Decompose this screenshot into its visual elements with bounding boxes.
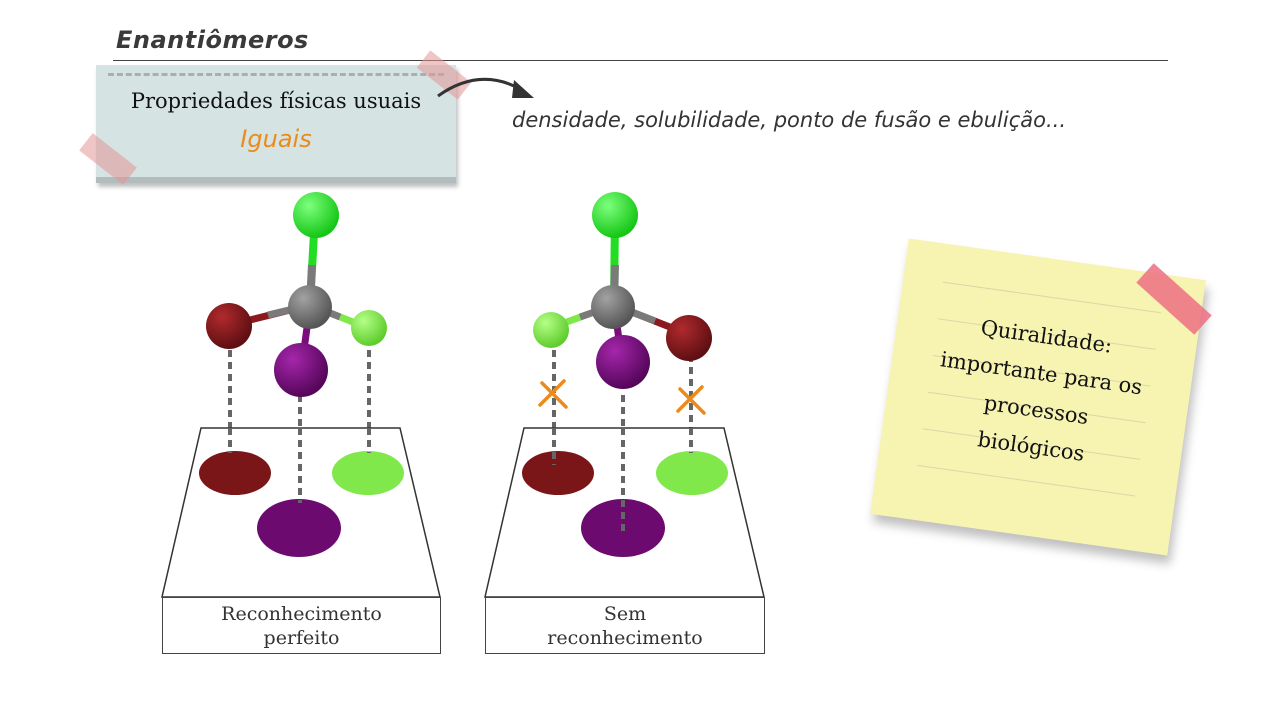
atom-dark-red [206, 303, 252, 349]
atom-green [592, 192, 638, 238]
caption-box-2: Sem reconhecimento [485, 597, 765, 654]
atom-green [293, 192, 339, 238]
cross-mark-icon [538, 379, 568, 409]
atom-dark-red [666, 315, 712, 361]
caption-box-1: Reconhecimento perfeito [162, 597, 441, 654]
site-light-green [332, 451, 404, 495]
cross-mark-icon [676, 385, 706, 415]
title-underline [113, 60, 1168, 61]
caption-line: Sem [603, 603, 647, 625]
caption-line: Reconhecimento [221, 603, 382, 625]
atom-light-green [533, 312, 569, 348]
site-dark-red [199, 451, 271, 495]
properties-list: densidade, solubilidade, ponto de fusão … [512, 108, 1067, 132]
site-light-green [656, 451, 728, 495]
page-title: Enantiômeros [116, 26, 309, 54]
card-highlight: Iguais [240, 125, 312, 153]
card-heading: Propriedades físicas usuais [130, 89, 422, 113]
card-dashed-line [108, 73, 444, 76]
atom-light-green [351, 310, 387, 346]
caption-line: reconhecimento [547, 627, 703, 649]
caption-line: perfeito [263, 627, 340, 649]
curved-arrow-icon [437, 77, 534, 98]
atom-purple [274, 343, 328, 397]
atom-carbon [288, 285, 332, 329]
atom-carbon [591, 285, 635, 329]
properties-card: Propriedades físicas usuais Iguais [96, 65, 456, 183]
note-text: Quiralidade: importante para os processo… [880, 298, 1198, 486]
molecule-diagram-1 [161, 192, 441, 598]
site-dark-red [522, 451, 594, 495]
site-purple [257, 499, 341, 557]
molecule-diagram-2 [484, 192, 765, 598]
atom-purple [596, 335, 650, 389]
